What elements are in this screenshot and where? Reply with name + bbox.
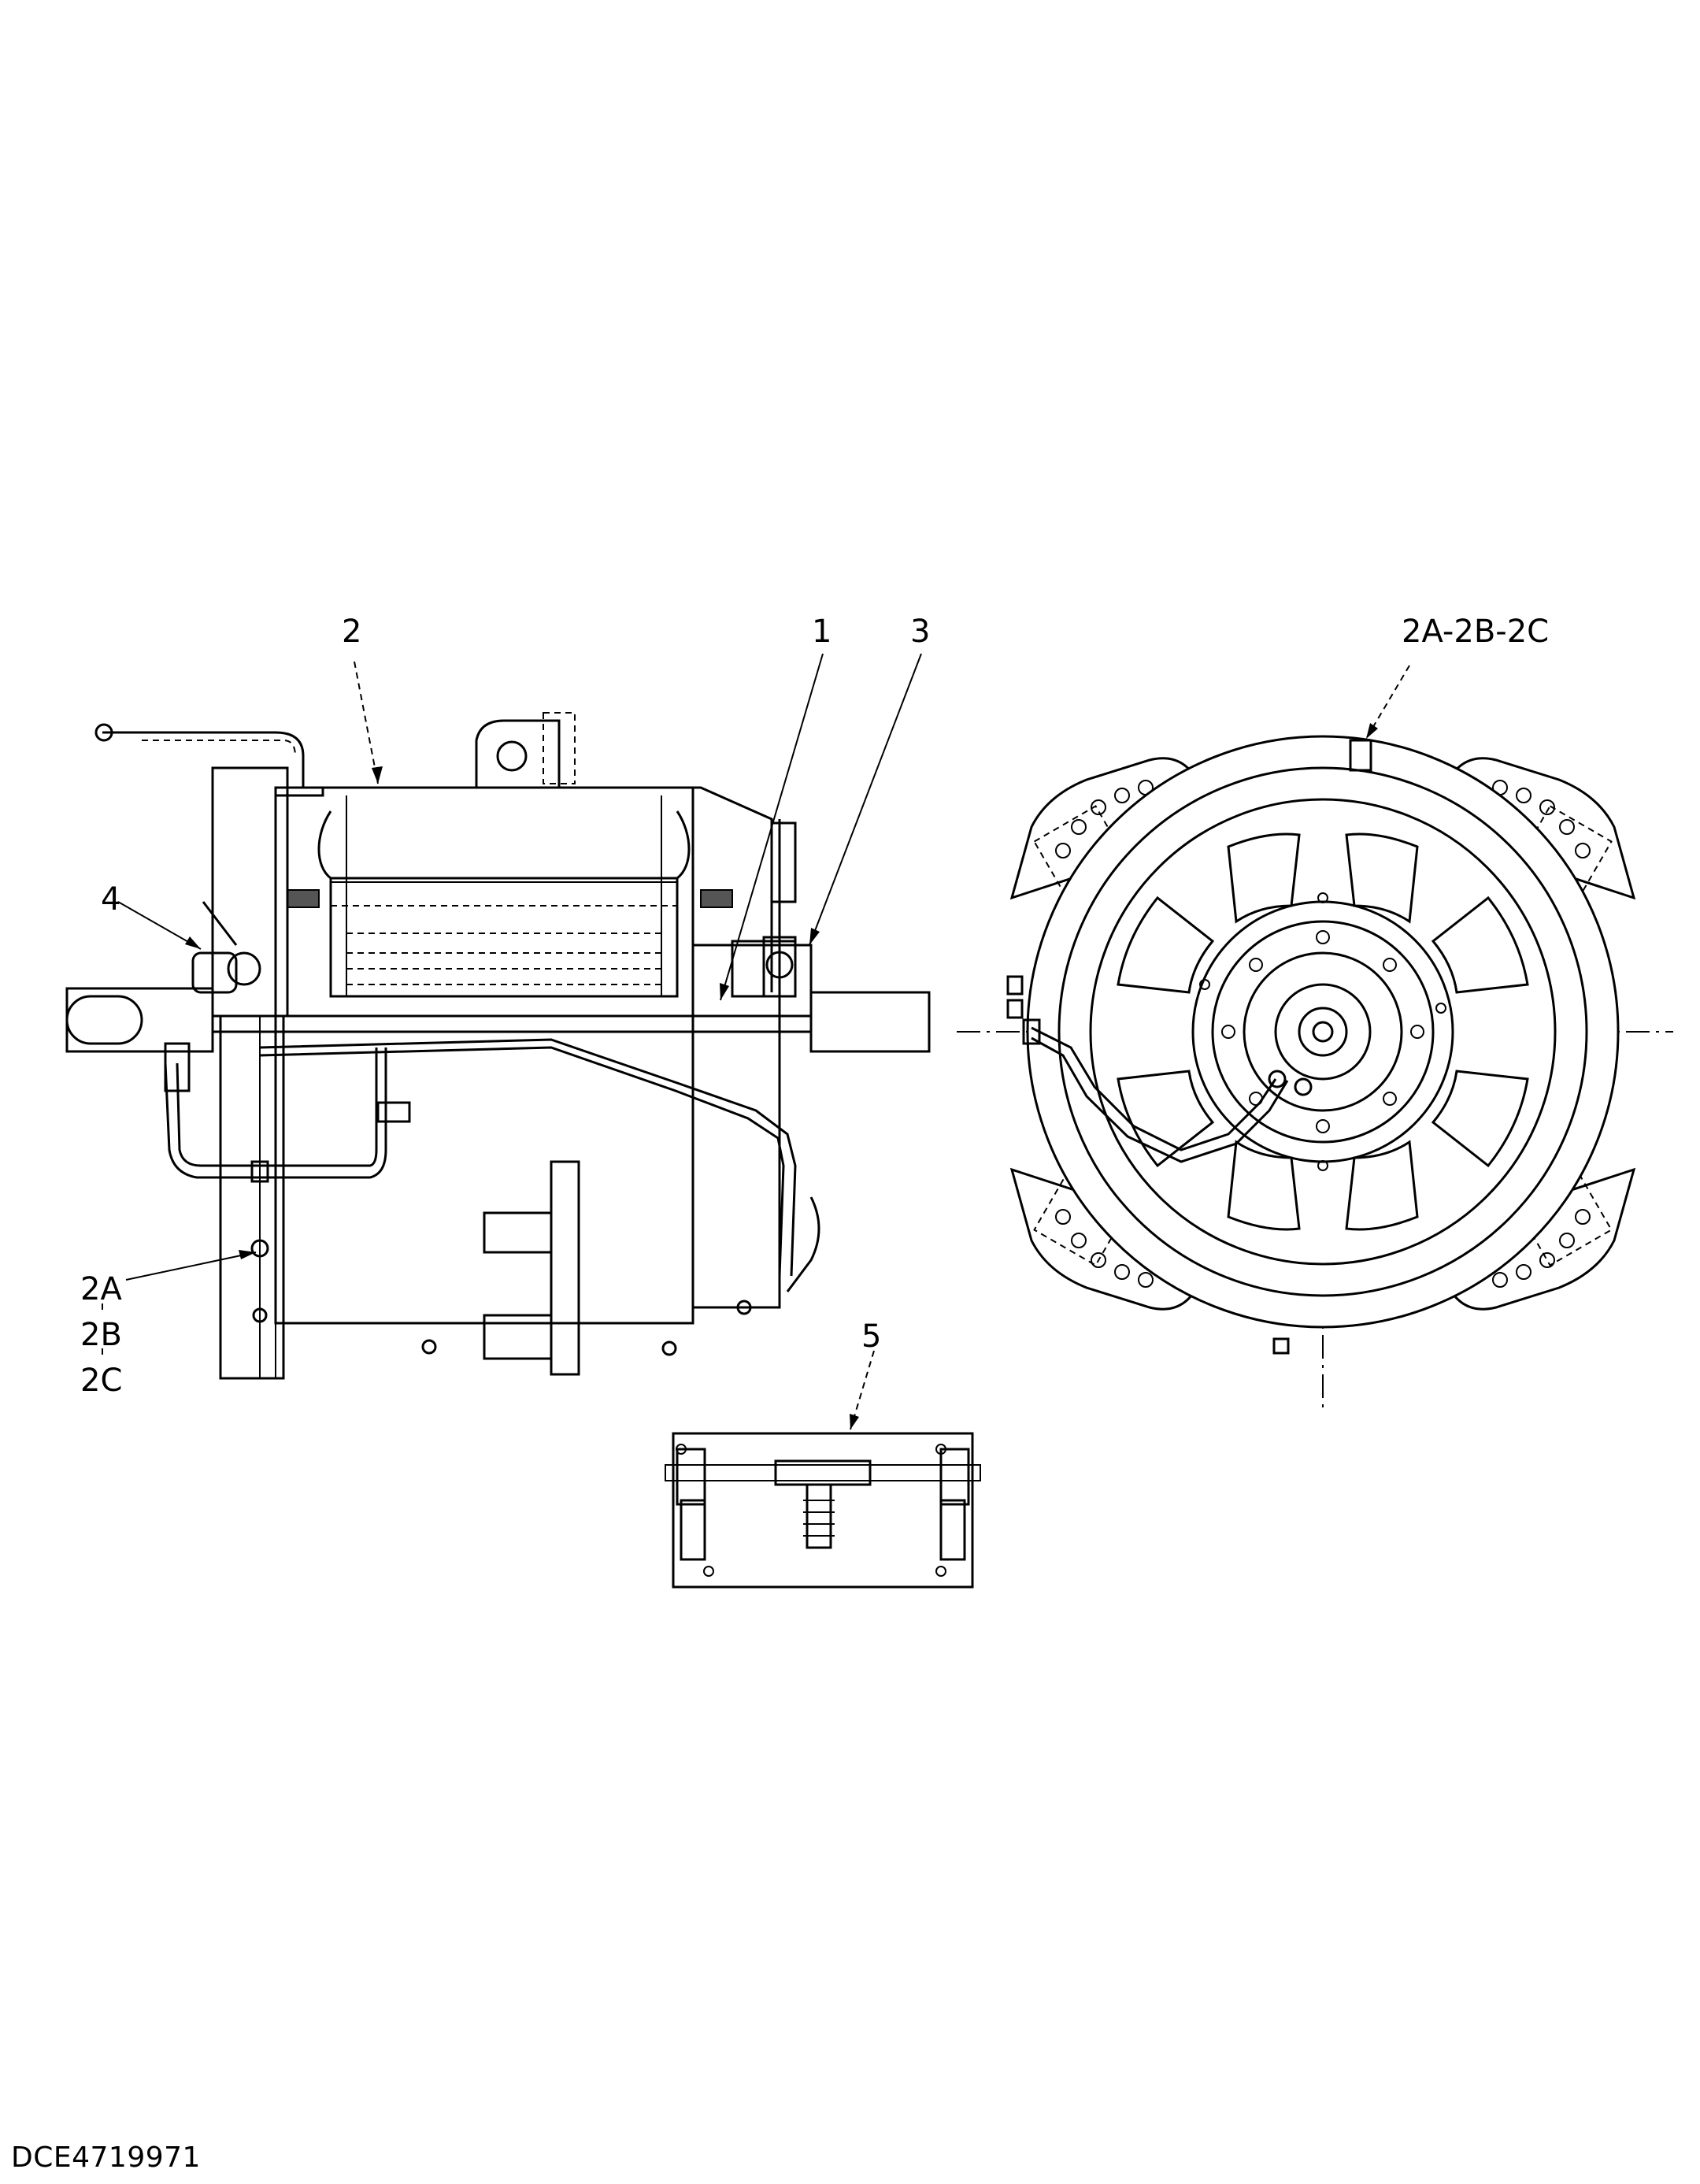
callout-2: 2: [342, 614, 361, 650]
drawing-id-label: DCE4719971: [11, 2141, 201, 2174]
callout-2c: 2C: [80, 1363, 122, 1399]
terminal-cable: [102, 731, 305, 788]
flange-bolt-holes: [1055, 780, 1591, 1288]
cable-lug: [94, 723, 113, 742]
hub-bolt-holes: [1199, 892, 1446, 1171]
brush-left: [680, 1499, 706, 1561]
callout-4: 4: [101, 881, 120, 918]
motor-end-view: [957, 735, 1673, 1410]
top-frame: [323, 786, 773, 992]
callout-5: 5: [861, 1318, 881, 1355]
support-block-left: [287, 889, 320, 908]
callout-1: 1: [812, 614, 831, 650]
end-shield-ring: [1089, 798, 1557, 1266]
callout-2b: 2B: [80, 1317, 122, 1353]
sensor-pipe: [259, 1038, 797, 1277]
callout-leaders: [102, 653, 1410, 1430]
shaft-left: [65, 987, 214, 1053]
foot-flange: [550, 1160, 580, 1376]
callout-3: 3: [910, 614, 930, 650]
grease-fitting: [1349, 739, 1372, 772]
sensor-pipe-end: [1031, 1026, 1277, 1151]
brush-holder-plate: [672, 1432, 974, 1589]
stator-winding: [329, 877, 679, 998]
lifting-eye: [475, 719, 561, 788]
end-shield-right: [691, 944, 781, 1309]
spoke-windows: [1117, 832, 1529, 1231]
callout-2a: 2A: [80, 1271, 122, 1307]
outer-frame-ring: [1026, 735, 1620, 1329]
support-block-right: [700, 889, 733, 908]
motor-side-view: [65, 712, 931, 1380]
brush-right: [939, 1499, 966, 1561]
callout-2a-2b-2c: 2A-2B-2C: [1402, 614, 1549, 650]
temperature-sensor: [191, 951, 238, 994]
brush-holder-detail: [665, 1432, 981, 1589]
shaft-right: [809, 991, 931, 1053]
mounting-foot-left: [219, 1014, 285, 1380]
spring-assembly: [806, 1483, 832, 1549]
grease-pipe: [164, 1048, 387, 1179]
